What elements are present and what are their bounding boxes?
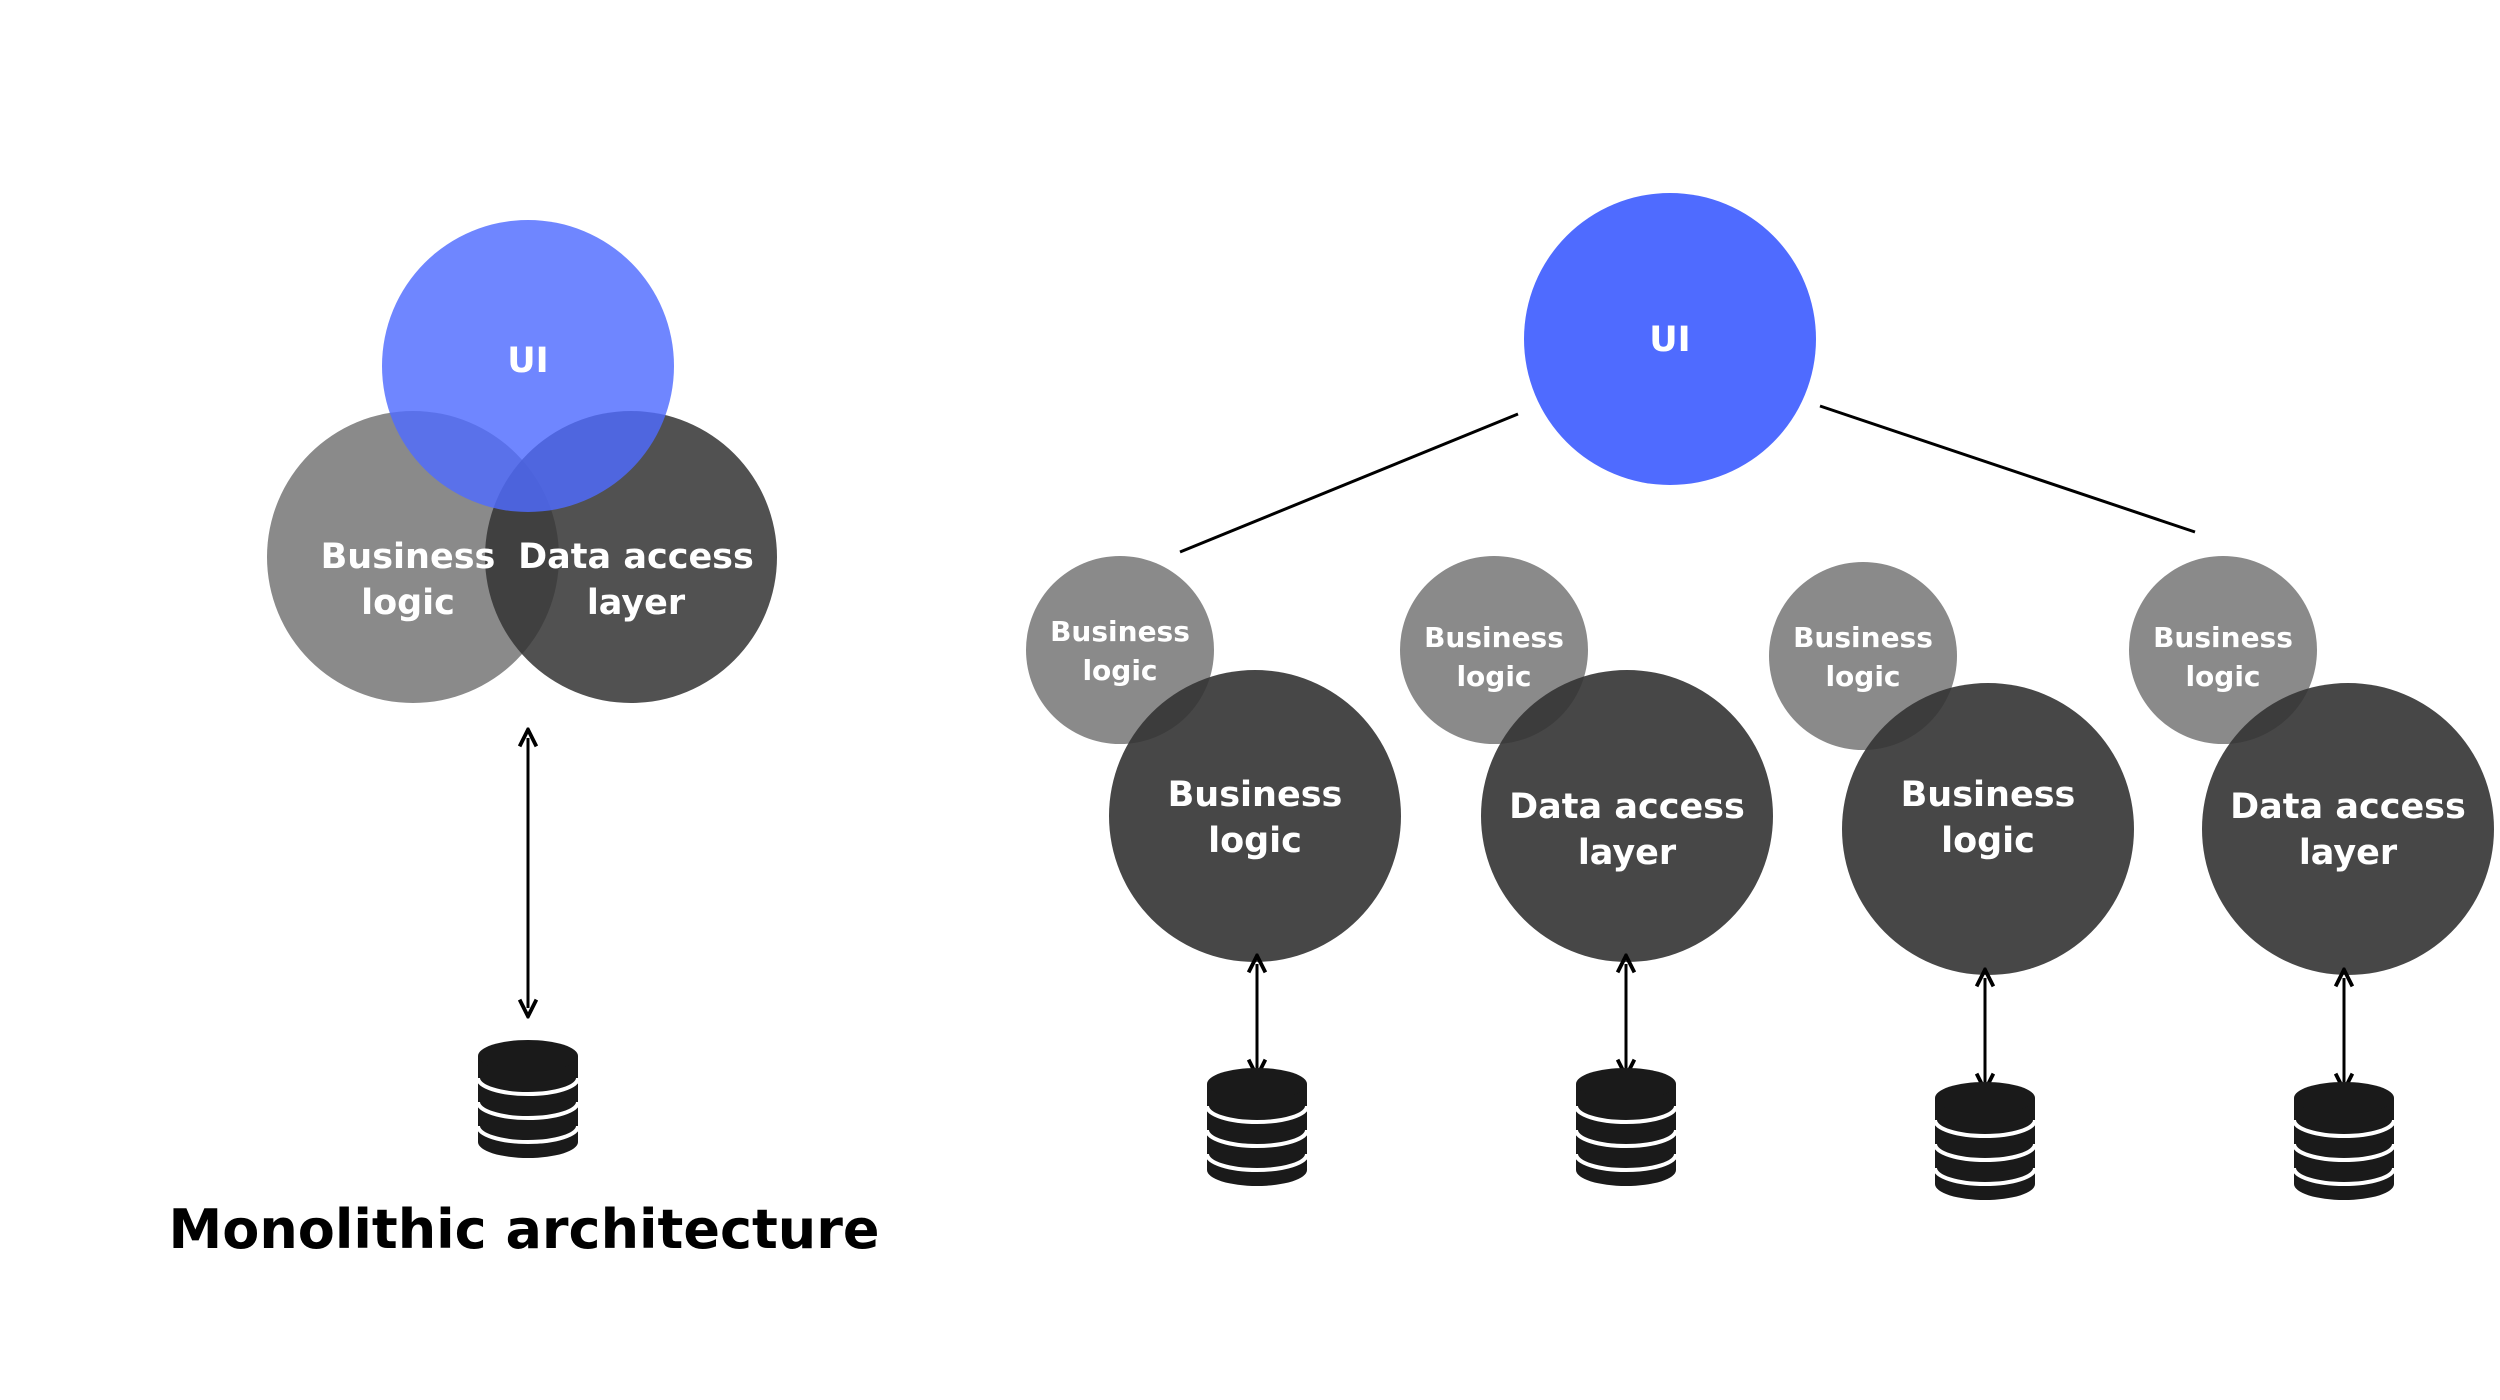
business-logic-large-circle [1842,683,2134,975]
large-circle-label: Business [1901,775,2076,815]
database-icon [1574,1068,1678,1186]
small-circle-label: logic [2185,660,2260,693]
ui-label: UI [507,341,548,381]
connector-line [1819,404,2196,534]
business-logic-label: Business [321,537,496,577]
data-access-layer-large-circle [2202,683,2494,975]
small-circle-label: Business [1793,621,1933,654]
ui-circle [382,220,674,512]
monolithic-diagram: UI Business logic Data access layer Mono… [169,220,880,1261]
large-circle-label: Data access [2230,787,2466,827]
business-logic-small-circle [2129,556,2317,744]
connector-line [1179,412,1519,554]
business-logic-large-circle [1109,670,1401,962]
monolithic-caption: Monolithic architecture [169,1198,880,1261]
ui-label: UI [1649,320,1690,360]
large-circle-label: logic [1208,821,1302,861]
large-circle-label: layer [2299,833,2398,873]
data-access-layer-label: Data access [518,537,754,577]
data-access-layer-large-circle [1481,670,1773,962]
small-circle-label: logic [1082,654,1157,687]
small-circle-label: Business [2153,621,2293,654]
service-1: Business logic Business logic [1026,556,1401,1186]
business-logic-small-circle [1400,556,1588,744]
large-circle-label: logic [1941,821,2035,861]
ui-circle [1524,193,1816,485]
small-circle-label: Business [1050,615,1190,648]
service-3: Business logic Business logic [1769,562,2134,1200]
database-icon [1205,1068,1309,1186]
large-circle-label: Data access [1509,787,1745,827]
service-2: Business logic Data access layer [1400,556,1773,1186]
database-icon [2292,1082,2396,1200]
service-4: Business logic Data access layer [2129,556,2494,1200]
small-circle-label: logic [1456,660,1531,693]
microservices-diagram: UI Business logic Business logic Busines… [1026,193,2494,1200]
business-logic-label: logic [361,583,455,623]
database-icon [476,1040,580,1158]
business-logic-small-circle [1769,562,1957,750]
database-icon [1933,1082,2037,1200]
large-circle-label: layer [1578,833,1677,873]
small-circle-label: Business [1424,621,1564,654]
business-logic-small-circle [1026,556,1214,744]
large-circle-label: Business [1168,775,1343,815]
small-circle-label: logic [1825,660,1900,693]
data-access-layer-label: layer [587,583,686,623]
